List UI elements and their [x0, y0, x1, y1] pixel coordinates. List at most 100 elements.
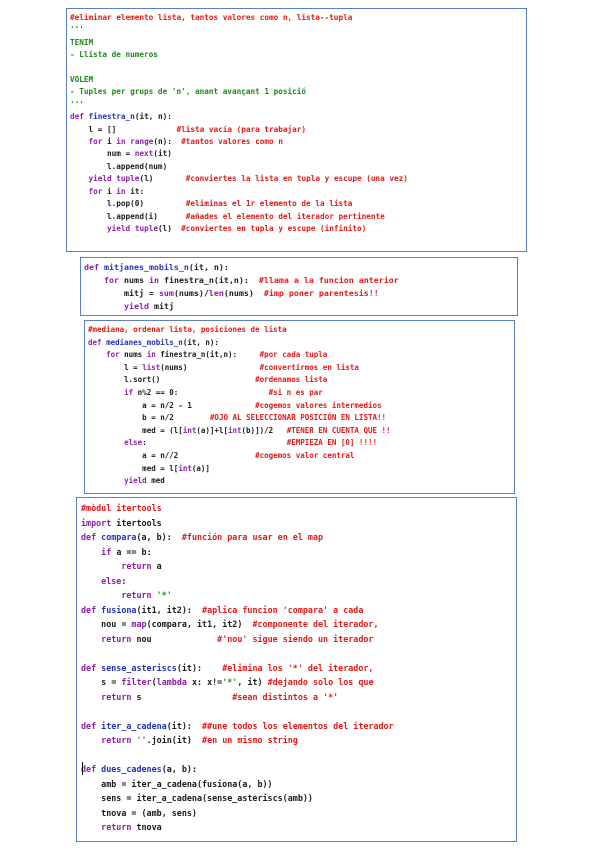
code-line: #eliminar elemento lista, tantos valores… [70, 12, 408, 24]
code-token: sense_asteriscs [101, 662, 177, 673]
code-line: l.append(num) [70, 161, 408, 173]
code-token: for [88, 186, 108, 196]
code-token: med = l[ [88, 463, 179, 473]
code-line: def finestra_n(it, n): [70, 111, 408, 123]
code-line: tnova = (amb, sens) [81, 806, 394, 821]
code-token: else [124, 438, 143, 448]
code-line: l.pop(0) #eliminas el 1r elemento de la … [70, 198, 408, 210]
code-token [88, 476, 124, 485]
code-token: finestra_n(it,n): [163, 275, 259, 285]
code-line: yield med [88, 475, 391, 488]
code-token: next [134, 149, 154, 159]
code-token: #TENER EN CUENTA QUE !! [286, 425, 391, 435]
code-token: #ordenamos lista [255, 375, 328, 385]
code-token: mitjanes_mobils_n [103, 262, 189, 272]
code-token [70, 224, 107, 233]
code-token: #llama a la funcion anterior [258, 275, 399, 285]
code-token: nou = [81, 619, 132, 629]
code-token: import [81, 517, 117, 528]
code-line: ''' [70, 24, 408, 36]
code-token: x: x!= [191, 677, 223, 687]
code-token: l.append(i) [70, 211, 186, 221]
code-token: (it, n): [182, 337, 219, 347]
code-token: in [116, 186, 131, 196]
code-line: yield tuple(l) #conviertes la lista en t… [70, 173, 408, 185]
code-line: return s #sean distintos a '*' [81, 690, 394, 705]
code-token: ( [151, 677, 157, 687]
code-token: #eliminar elemento lista, tantos valores… [70, 13, 353, 22]
code-line: def dues_cadenes(a, b): [81, 762, 394, 777]
code-line: TENIM [70, 37, 408, 49]
code-token: TENIM [70, 37, 94, 47]
code-line [81, 646, 394, 661]
code-line: if a == b: [81, 545, 394, 560]
code-token: for [88, 137, 108, 147]
code-token: #si n es par [268, 387, 323, 397]
code-token [84, 275, 104, 285]
code-line: #mòdul itertools [81, 501, 394, 516]
code-token: sens = iter_a_cadena(sense_asteriscs(amb… [81, 793, 313, 803]
code-token: return [101, 735, 137, 745]
text-cursor [82, 762, 83, 775]
code-line: import itertools [81, 516, 394, 531]
code-line: return ''.join(it) #en un mismo string [81, 733, 394, 748]
code-line: - Llista de numeros [70, 49, 408, 61]
code-line: ''' [70, 99, 408, 111]
code-token: ##une todos los elementos del iterador [202, 720, 394, 731]
code-token: #en un mismo string [202, 735, 298, 745]
code-token: - Tuples per grups de 'n', anant avançan… [70, 87, 307, 97]
code-token: def [81, 720, 102, 731]
code-line: med = (l[int(a)]+l[int(b)])/2 #TENER EN … [88, 425, 391, 438]
code-token: l = [88, 362, 143, 372]
code-line: nou = map(compara, it1, it2) #componente… [81, 617, 394, 632]
code-token: yield [107, 223, 135, 233]
code-token: #conviertes la lista en tupla y escupe (… [185, 174, 408, 184]
code-token: (it) [153, 149, 172, 159]
code-line [81, 748, 394, 763]
code-token: #dejando solo los que [267, 677, 374, 687]
code-token: finestra_n(it,n): [160, 350, 260, 360]
code-token: #componente del iterador, [252, 619, 379, 629]
code-token: ''' [70, 25, 84, 35]
code-token: fusiona [101, 604, 137, 615]
code-token: nou [136, 633, 218, 644]
code-line [70, 62, 408, 74]
code-token: list [142, 362, 161, 372]
code-token: itertools [116, 517, 162, 528]
code-token: def [81, 662, 102, 673]
code-token: (a, b): [161, 764, 197, 774]
code-token: #imp poner parentesis!! [263, 288, 379, 298]
code-token: lambda [156, 677, 192, 687]
code-token: (a, b): [136, 532, 182, 542]
code-token: (l) [139, 174, 186, 184]
code-token: i [107, 186, 117, 196]
code-token [84, 301, 124, 311]
code-token: mitj = [84, 288, 159, 298]
code-token: def [84, 262, 104, 272]
code-token: l = [] [70, 124, 177, 134]
code-token: tnova = (amb, sens) [81, 807, 197, 818]
code-line: l = [] #lista vacía (para trabajar) [70, 124, 408, 136]
code-token: a [156, 561, 162, 571]
code-token: , it) [237, 677, 268, 687]
code-token: def [88, 337, 107, 347]
code-token: i [107, 137, 117, 147]
code-token [81, 576, 101, 586]
code-token: (nums) [223, 288, 264, 298]
code-token: dues_cadenes [101, 764, 162, 774]
code-token: nums [124, 350, 147, 360]
code-token [88, 388, 124, 397]
code-token: yield [124, 476, 152, 486]
code-token: (l) [157, 223, 182, 233]
code-token: l.pop(0) [70, 199, 186, 209]
code-line: def mitjanes_mobils_n(it, n): [84, 261, 399, 274]
code-token: int [178, 463, 192, 473]
code-token: l.sort() [88, 375, 256, 385]
code-token: sum [158, 288, 174, 298]
code-token: (it, n): [188, 262, 229, 272]
code-token: '' [136, 735, 147, 745]
code-token: if [124, 387, 138, 397]
code-token [70, 137, 89, 146]
code-token: n%2 == 0: [137, 387, 269, 397]
